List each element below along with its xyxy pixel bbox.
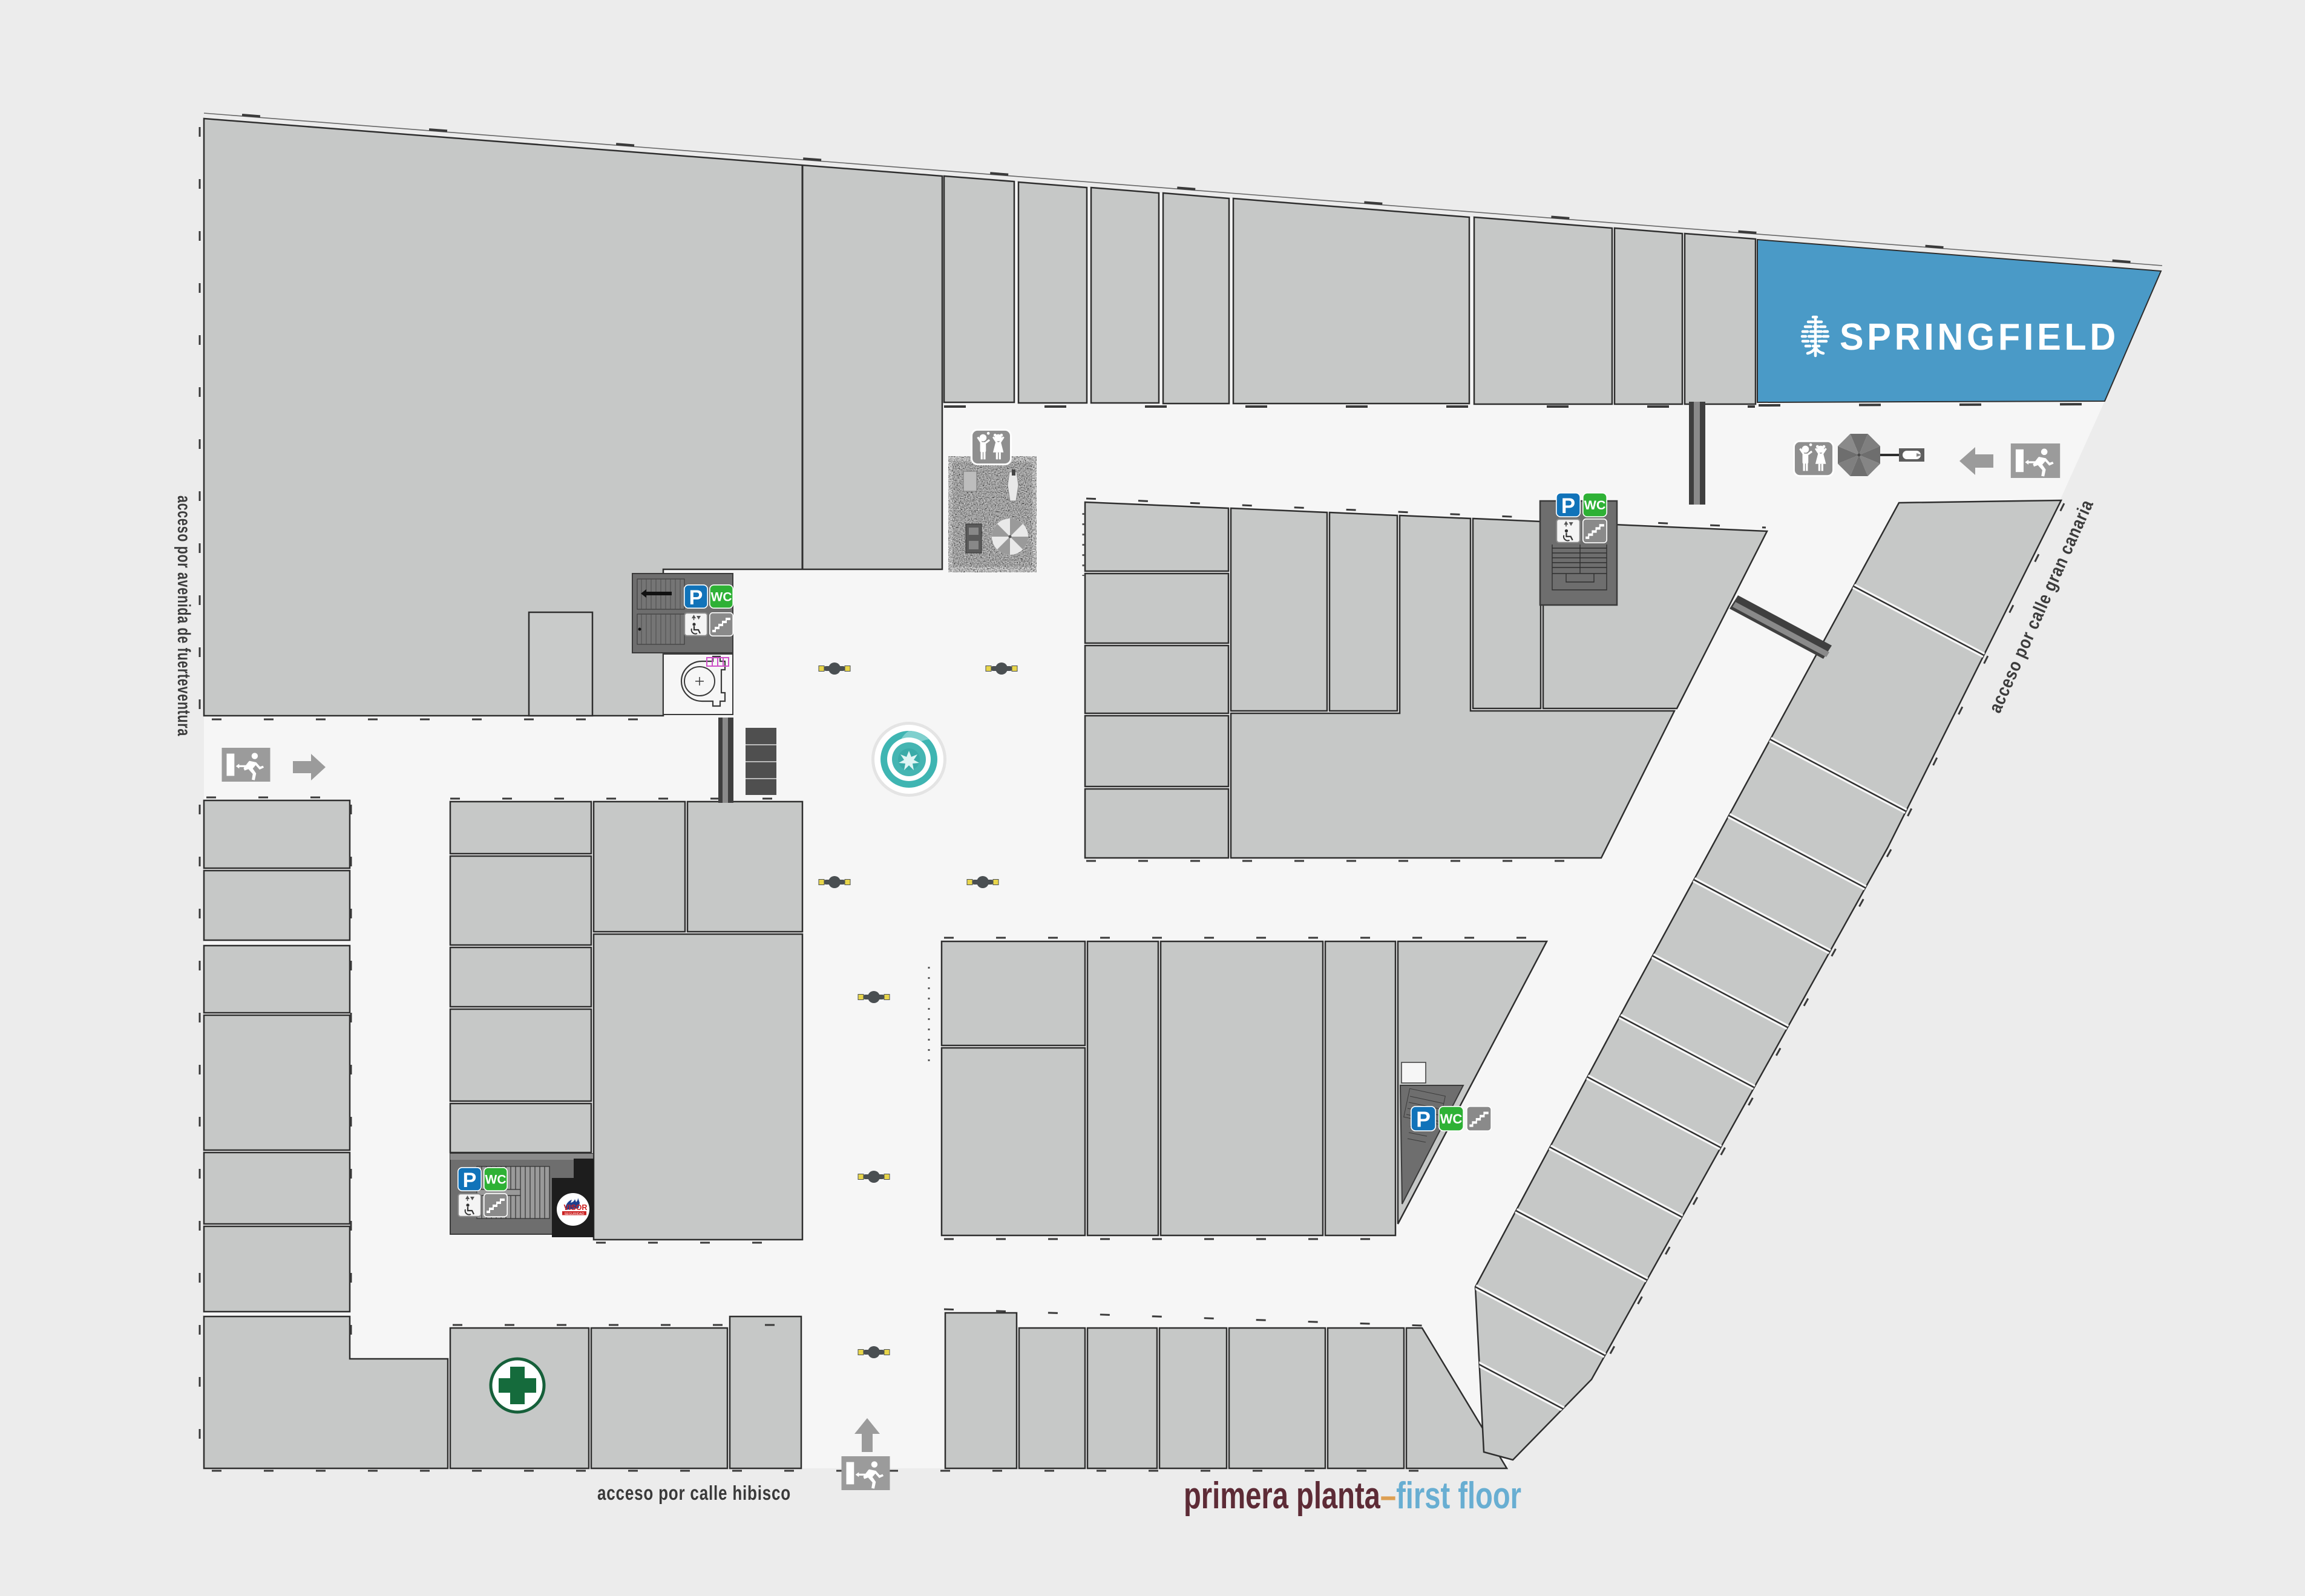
svg-text:SEGURIDAD: SEGURIDAD — [565, 1212, 585, 1216]
svg-text:acceso por calle hibisco: acceso por calle hibisco — [597, 1482, 791, 1504]
svg-text:primera planta–first floor: primera planta–first floor — [1184, 1475, 1521, 1517]
svg-text:SPRINGFIELD: SPRINGFIELD — [1840, 316, 2119, 358]
svg-text:acceso por avenida de fuerteve: acceso por avenida de fuerteventura — [174, 495, 194, 736]
svg-text:VISOR: VISOR — [564, 1203, 588, 1212]
